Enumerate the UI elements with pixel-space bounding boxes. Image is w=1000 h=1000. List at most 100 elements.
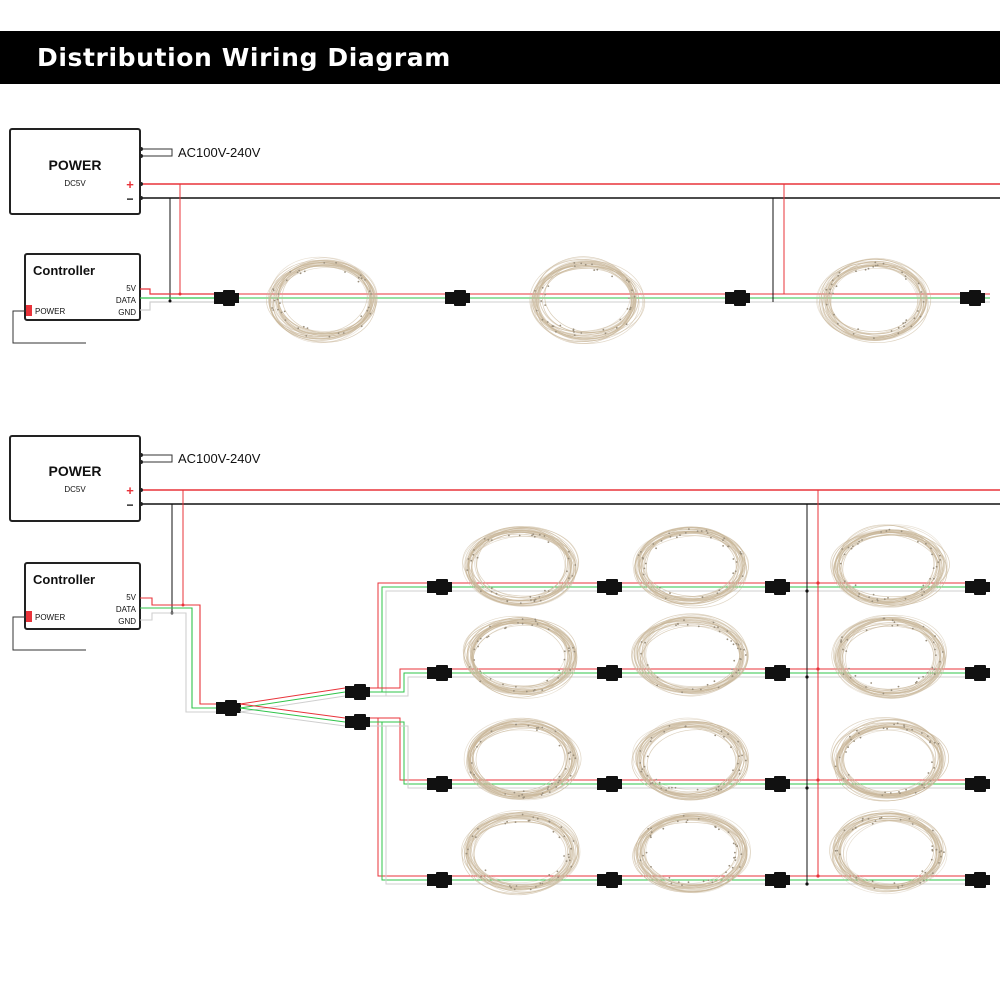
fairy-light-coil bbox=[816, 257, 932, 344]
led-bead bbox=[926, 735, 929, 737]
led-bead bbox=[914, 791, 917, 794]
led-bead bbox=[727, 831, 730, 834]
led-bead bbox=[856, 729, 858, 732]
coil-strand bbox=[829, 819, 942, 889]
led-bead bbox=[544, 304, 547, 306]
led-bead bbox=[881, 794, 884, 797]
led-bead bbox=[871, 880, 874, 883]
led-bead bbox=[905, 278, 907, 280]
led-bead bbox=[568, 577, 570, 580]
led-bead bbox=[568, 647, 570, 650]
led-bead bbox=[670, 882, 673, 885]
led-bead bbox=[602, 328, 605, 331]
led-bead bbox=[646, 774, 649, 777]
led-bead bbox=[271, 307, 274, 309]
led-bead bbox=[668, 787, 670, 789]
led-bead bbox=[858, 732, 860, 735]
led-bead bbox=[642, 557, 644, 560]
led-bead bbox=[656, 684, 658, 687]
led-bead bbox=[931, 553, 933, 556]
led-bead bbox=[854, 584, 857, 587]
led-bead bbox=[556, 870, 559, 873]
led-bead bbox=[646, 664, 649, 666]
led-bead bbox=[858, 593, 861, 595]
led-bead bbox=[658, 781, 661, 784]
led-bead bbox=[897, 685, 900, 688]
led-bead bbox=[519, 602, 522, 604]
led-bead bbox=[563, 658, 566, 661]
coil-strand bbox=[831, 815, 943, 889]
led-bead bbox=[297, 327, 300, 330]
led-bead bbox=[655, 547, 657, 550]
led-bead bbox=[717, 686, 720, 689]
controller-power-label: POWER bbox=[35, 307, 65, 316]
coil-strand bbox=[531, 264, 637, 332]
led-bead bbox=[521, 618, 524, 621]
fairy-light-coil bbox=[632, 526, 750, 609]
led-bead bbox=[741, 575, 744, 577]
coil-strand bbox=[467, 528, 577, 601]
led-bead bbox=[847, 546, 850, 549]
controller-box bbox=[24, 562, 141, 630]
coil-strand bbox=[825, 258, 921, 338]
led-bead bbox=[529, 595, 532, 598]
led-bead bbox=[896, 624, 899, 627]
led-bead bbox=[574, 564, 577, 566]
led-bead bbox=[574, 265, 576, 268]
led-bead bbox=[470, 762, 473, 764]
led-bead bbox=[567, 752, 570, 755]
led-bead bbox=[727, 545, 730, 548]
led-bead bbox=[558, 744, 561, 747]
led-bead bbox=[643, 567, 646, 570]
led-bead bbox=[546, 321, 549, 323]
minus-terminal bbox=[139, 196, 143, 200]
led-bead bbox=[911, 627, 914, 630]
led-bead bbox=[922, 675, 924, 678]
coil-strand bbox=[835, 717, 936, 797]
led-bead bbox=[886, 727, 888, 730]
coil-strand bbox=[824, 266, 919, 335]
led-bead bbox=[738, 773, 741, 775]
led-bead bbox=[734, 859, 737, 861]
led-bead bbox=[473, 773, 475, 776]
led-bead bbox=[668, 725, 671, 727]
led-bead bbox=[939, 559, 942, 561]
coil-strand bbox=[836, 726, 934, 798]
led-bead bbox=[871, 822, 874, 825]
led-bead bbox=[344, 271, 346, 273]
led-bead bbox=[277, 293, 280, 295]
led-bead bbox=[890, 689, 893, 692]
led-bead bbox=[574, 757, 577, 760]
led-bead bbox=[677, 881, 680, 883]
led-bead bbox=[932, 567, 935, 569]
led-bead bbox=[861, 819, 864, 822]
led-bead bbox=[700, 530, 703, 532]
connector bbox=[597, 872, 622, 888]
led-bead bbox=[681, 884, 683, 886]
led-bead bbox=[642, 854, 644, 857]
led-bead bbox=[558, 836, 561, 839]
fairy-light-coil bbox=[631, 613, 749, 697]
led-bead bbox=[743, 648, 745, 651]
led-bead bbox=[540, 794, 543, 796]
led-bead bbox=[644, 641, 646, 644]
led-bead bbox=[871, 600, 874, 603]
coil-strand bbox=[642, 726, 739, 798]
coil-strand bbox=[467, 821, 570, 887]
led-bead bbox=[543, 535, 546, 537]
led-bead bbox=[626, 279, 628, 282]
coil-strand bbox=[461, 815, 575, 895]
led-bead bbox=[487, 539, 490, 541]
led-bead bbox=[825, 303, 828, 306]
connector bbox=[765, 665, 790, 681]
led-bead bbox=[880, 531, 882, 533]
led-bead bbox=[628, 297, 630, 299]
led-bead bbox=[917, 282, 920, 285]
led-bead bbox=[476, 745, 478, 748]
led-bead bbox=[637, 554, 640, 556]
led-bead bbox=[659, 586, 661, 589]
led-bead bbox=[544, 293, 547, 296]
led-bead bbox=[517, 622, 519, 624]
ac-input-wire bbox=[140, 454, 173, 463]
